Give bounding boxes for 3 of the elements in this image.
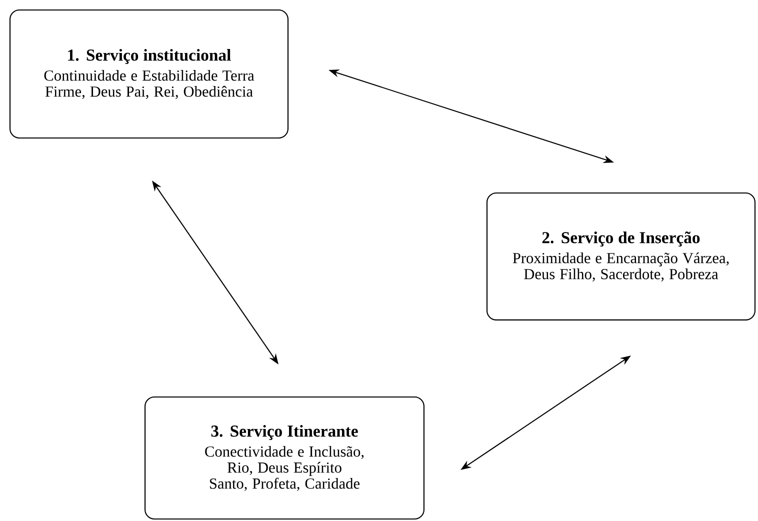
concept-box: 1. Serviço institucional Continuidade e Estabilidade Terra Firme, Deus Pai, Rei, Obediência: [9, 9, 289, 139]
concept-box: 2. Serviço de Inserção Proximidade e Encarnação Várzea, Deus Filho, Sacerdote, Pobreza: [486, 192, 756, 320]
concept-box: 3. Serviço Itinerante Conectividade e Inclusão, Rio, Deus Espírito Santo, Profeta, Caridade: [144, 396, 424, 520]
